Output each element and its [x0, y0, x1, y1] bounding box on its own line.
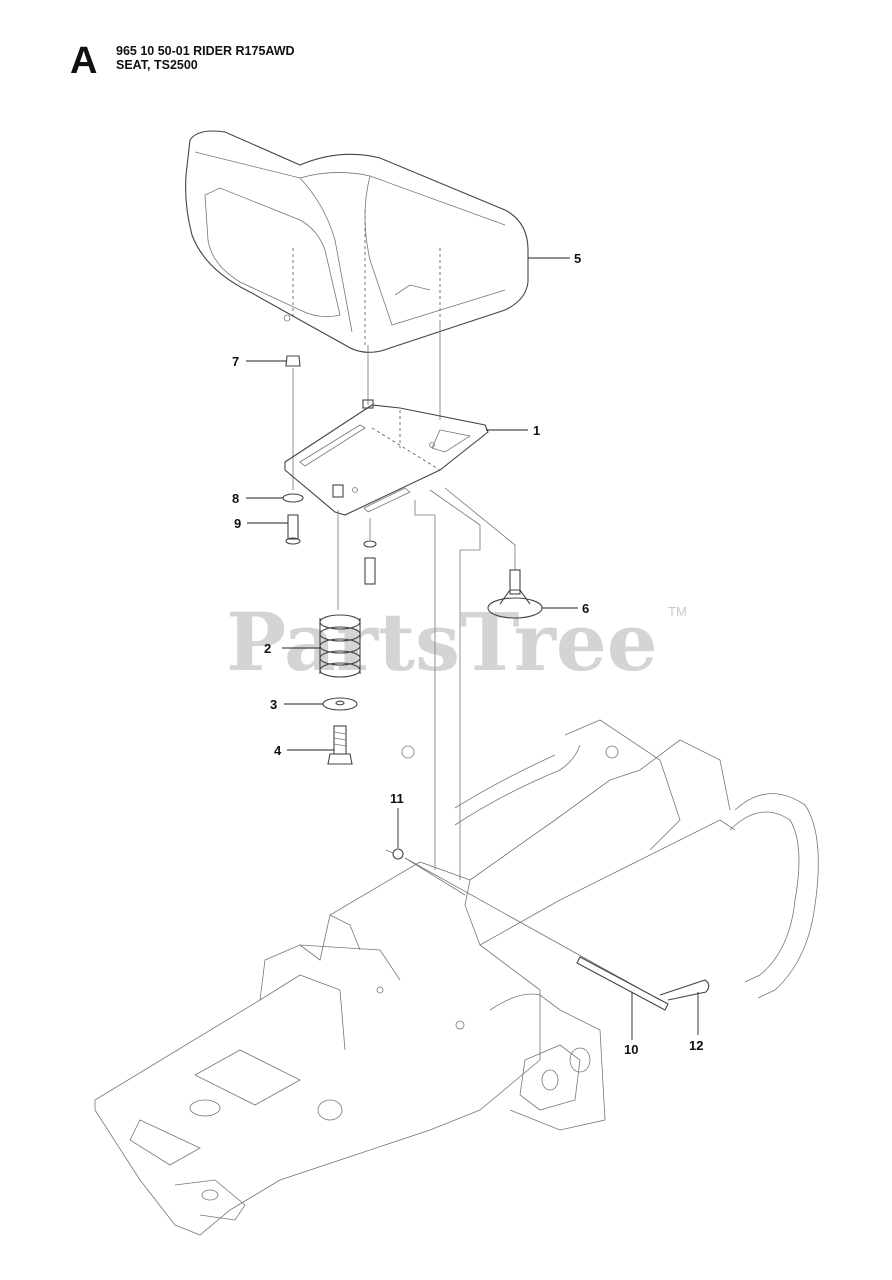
callout-6[interactable]: 6 — [542, 601, 589, 616]
plate-bolt[interactable] — [332, 399, 377, 585]
title-line-assembly: SEAT, TS2500 — [116, 58, 198, 72]
washer-small-part[interactable] — [282, 493, 304, 503]
callout-label: 9 — [234, 516, 241, 531]
callout-label: 2 — [264, 641, 271, 656]
watermark-text: PartsTree — [226, 595, 658, 689]
clip-part[interactable] — [385, 848, 404, 860]
callout-8[interactable]: 8 — [232, 491, 283, 506]
callout-label: 12 — [689, 1038, 703, 1053]
frame-chassis — [94, 719, 819, 1236]
spring-part[interactable] — [319, 614, 361, 678]
callout-7[interactable]: 7 — [232, 354, 286, 369]
callout-9[interactable]: 9 — [234, 516, 288, 531]
callout-1[interactable]: 1 — [486, 423, 540, 438]
alignment-line — [414, 500, 436, 870]
pivot-pin-part[interactable] — [404, 857, 669, 1011]
bolt-part[interactable] — [327, 725, 353, 765]
callout-label: 8 — [232, 491, 239, 506]
callout-5[interactable]: 5 — [528, 251, 581, 266]
callout-4[interactable]: 4 — [274, 743, 334, 758]
callout-label: 7 — [232, 354, 239, 369]
callout-label: 3 — [270, 697, 277, 712]
section-letter: A — [70, 40, 98, 82]
diagram-title: 965 10 50-01 RIDER R175AWD SEAT, TS2500 — [116, 44, 456, 72]
callout-label: 10 — [624, 1042, 638, 1057]
seat-plate-part[interactable] — [284, 404, 489, 516]
callout-3[interactable]: 3 — [270, 697, 323, 712]
callout-11[interactable]: 11 — [390, 791, 404, 848]
hairpin-part[interactable] — [659, 979, 710, 1001]
callout-label: 6 — [582, 601, 589, 616]
callout-label: 4 — [274, 743, 282, 758]
callout-label: 5 — [574, 251, 581, 266]
callout-label: 1 — [533, 423, 540, 438]
alignment-line — [444, 487, 516, 570]
title-line-model: 965 10 50-01 RIDER R175AWD — [116, 44, 295, 58]
washer-part[interactable] — [322, 697, 358, 711]
callout-label: 11 — [390, 791, 404, 806]
alignment-line — [429, 489, 481, 880]
watermark-trademark: TM — [668, 604, 687, 619]
nut-part[interactable] — [285, 355, 301, 367]
callout-2[interactable]: 2 — [264, 641, 320, 656]
screw-part[interactable] — [285, 514, 301, 545]
seat-part[interactable] — [185, 130, 529, 353]
callout-12[interactable]: 12 — [689, 992, 703, 1053]
callout-10[interactable]: 10 — [624, 992, 638, 1057]
